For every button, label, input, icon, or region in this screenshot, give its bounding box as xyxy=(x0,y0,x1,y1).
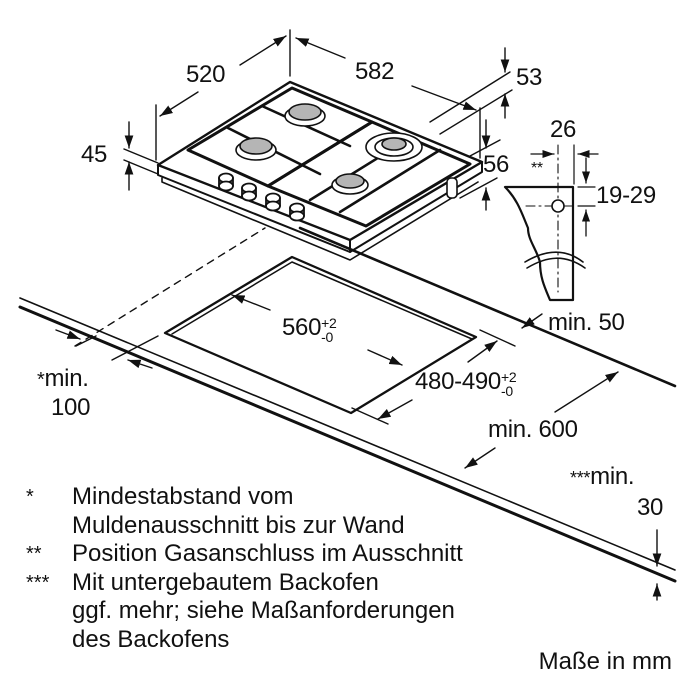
dimension-min-100 xyxy=(55,329,159,369)
label-53: 53 xyxy=(516,64,543,91)
dimension-480-490 xyxy=(351,329,516,425)
footnote-3: *** Mit untergebautem Backofen ggf. mehr… xyxy=(26,568,455,653)
dimension-53 xyxy=(429,47,513,135)
units-label: Maße in mm xyxy=(538,648,672,675)
footnotes: * Mindestabstand vom Muldenausschnitt bi… xyxy=(26,483,463,654)
label-min-100-value: 100 xyxy=(51,394,91,421)
label-26: 26 xyxy=(550,116,577,143)
label-gas-marker: ** xyxy=(531,160,543,177)
footnote-mark: * xyxy=(26,486,34,508)
gas-connection-detail xyxy=(503,144,599,302)
dimension-45 xyxy=(123,121,159,191)
label-min-600: min. 600 xyxy=(488,416,578,443)
footnote-mark: ** xyxy=(26,543,42,565)
label-480-490: 480-490+2-0 xyxy=(415,368,517,399)
label-45: 45 xyxy=(81,141,108,168)
dimension-min-600 xyxy=(464,371,619,469)
dimension-582 xyxy=(295,37,481,159)
dimension-56 xyxy=(459,119,501,211)
dimension-520 xyxy=(155,29,291,161)
hob xyxy=(156,80,484,261)
label-582: 582 xyxy=(355,58,395,85)
worktop xyxy=(18,226,677,583)
footnote-mark: *** xyxy=(26,571,50,594)
cutout-opening xyxy=(163,255,478,415)
projection-line xyxy=(74,227,266,347)
label-19-29: 19-29 xyxy=(596,182,656,209)
label-56: 56 xyxy=(483,151,510,178)
label-min-30-value: 30 xyxy=(637,494,664,521)
label-min-50: min. 50 xyxy=(548,309,625,336)
label-min-30: ***min. xyxy=(570,463,635,490)
dimension-560 xyxy=(231,294,403,366)
label-560: 560+2-0 xyxy=(282,314,337,345)
label-min-100: *min. xyxy=(37,365,89,392)
footnote-2: ** Position Gasanschluss im Ausschnitt xyxy=(26,540,463,567)
dimension-min-50 xyxy=(521,313,543,329)
footnote-1: * Mindestabstand vom Muldenausschnitt bi… xyxy=(26,483,405,539)
label-520: 520 xyxy=(186,61,226,88)
